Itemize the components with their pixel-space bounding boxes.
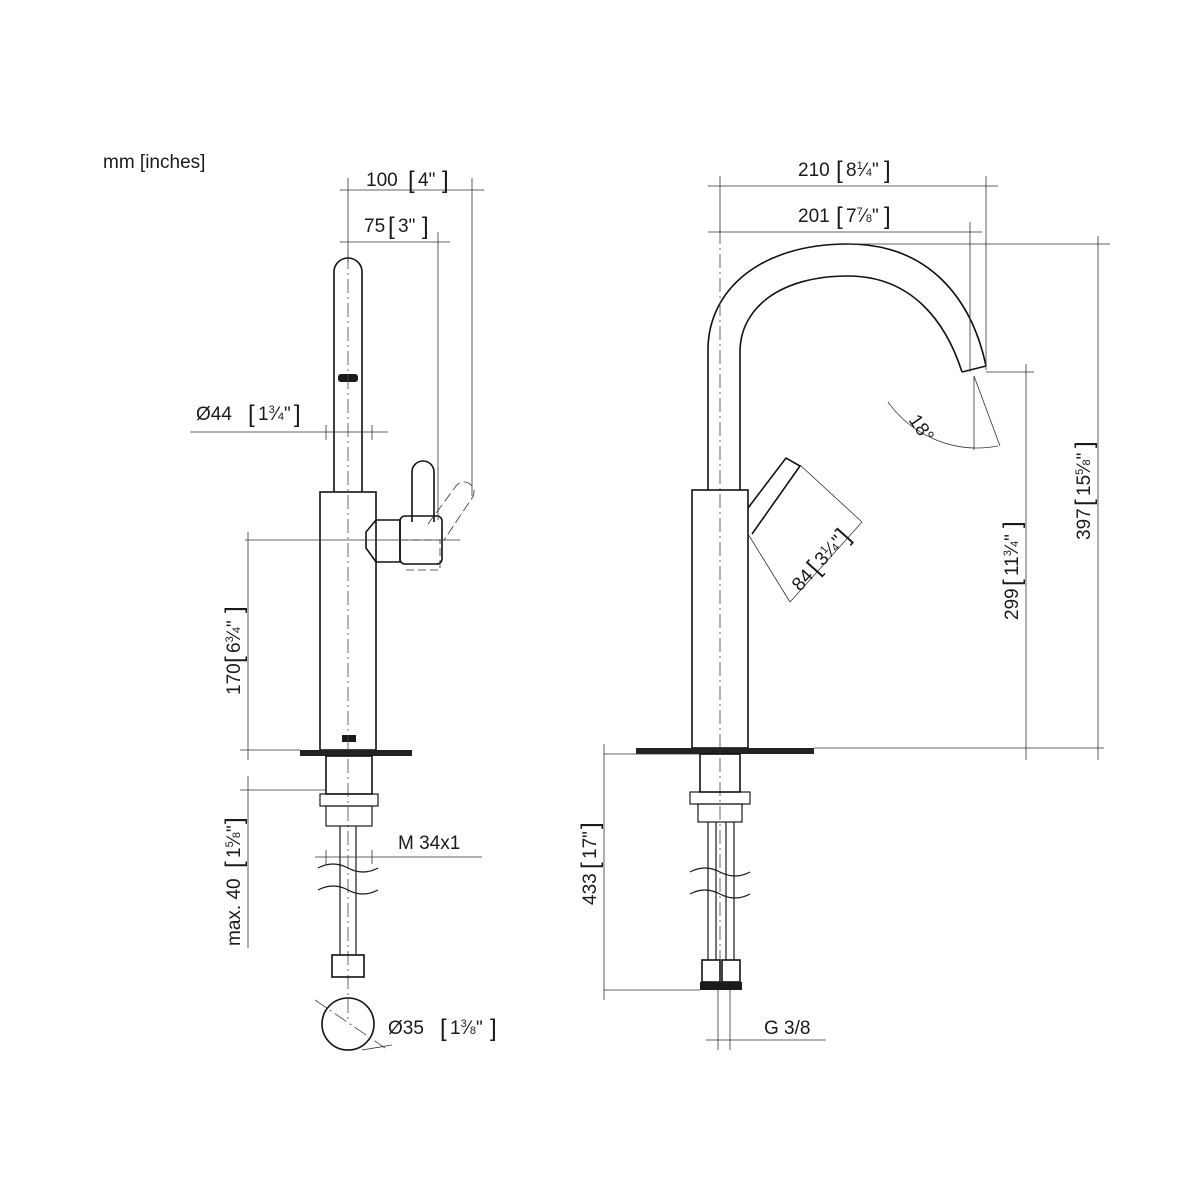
- front-view: [636, 230, 987, 990]
- dim-side-diameter-hole: Ø35: [388, 1018, 424, 1039]
- svg-text:[: [: [440, 1015, 447, 1042]
- dim-side-max-mount-in: 15⁄8": [224, 825, 245, 858]
- front-hose-nut: [700, 982, 742, 990]
- svg-text:[: [: [248, 401, 255, 428]
- side-shank: [325, 755, 373, 795]
- svg-text:[: [: [577, 862, 604, 869]
- dim-front-reach-spout-mm: 201: [798, 206, 830, 227]
- angle-arc: [887, 401, 999, 449]
- side-washer: [325, 805, 373, 827]
- side-view: [245, 255, 475, 1051]
- dim-front-hose-length-mm: 433: [580, 873, 601, 905]
- svg-text:]: ]: [221, 817, 248, 824]
- svg-text:]: ]: [884, 203, 891, 230]
- svg-text:[: [: [836, 157, 843, 184]
- front-lever: [747, 456, 802, 535]
- dim-front-height-total-mm: 397: [1074, 508, 1095, 540]
- dim-front-reach-total-mm: 210: [798, 160, 830, 181]
- front-washer: [697, 803, 743, 823]
- side-nut: [319, 793, 379, 807]
- dim-side-height-handle-in: 63⁄4": [224, 620, 245, 653]
- front-hose-fitting-right: [721, 959, 741, 983]
- svg-text:]: ]: [422, 213, 429, 240]
- svg-text:[: [: [221, 656, 248, 663]
- side-handle-hub: [365, 519, 401, 563]
- side-hose-break-top: [317, 863, 379, 873]
- dim-front-connection: G 3/8: [764, 1018, 810, 1039]
- svg-text:[: [: [388, 213, 395, 240]
- dim-side-diameter-body-in: 13⁄4": [258, 404, 291, 425]
- front-spout-tip: [961, 365, 987, 373]
- dim-side-width-total-mm: 100: [366, 170, 398, 191]
- svg-text:[: [: [221, 861, 248, 868]
- dim-side-diameter-hole-in: 13⁄8": [450, 1018, 483, 1039]
- side-hose-fitting: [331, 954, 365, 978]
- svg-text:[: [: [408, 167, 415, 194]
- dim-front-angle: 18°: [904, 411, 938, 447]
- side-escutcheon: [300, 750, 412, 756]
- svg-text:]: ]: [294, 401, 301, 428]
- svg-text:[: [: [999, 579, 1026, 586]
- svg-text:]: ]: [442, 167, 449, 194]
- dim-side-thread: M 34x1: [398, 833, 460, 854]
- dim-side-height-handle-mm: 170: [224, 663, 245, 695]
- units-note: mm [inches]: [103, 152, 205, 173]
- dim-side-width-total-in: 4": [418, 170, 435, 191]
- dim-side-width-offset-in: 3": [398, 216, 415, 237]
- dim-side-max-mount: max. 40: [224, 878, 245, 946]
- dim-front-hose-length-in: 17": [580, 831, 601, 859]
- svg-text:]: ]: [221, 606, 248, 613]
- svg-text:]: ]: [1071, 441, 1098, 448]
- front-hose-break-bottom: [689, 889, 751, 899]
- side-lever-alt-base: [400, 539, 441, 571]
- svg-text:[: [: [836, 203, 843, 230]
- side-dimensions: 100 [ 4" ] 75 [ 3" ] Ø44 [ 13⁄4" ] 170 […: [190, 167, 497, 1051]
- front-hose-break-top: [689, 867, 751, 877]
- dim-side-diameter-body: Ø44: [196, 404, 232, 425]
- dim-front-reach-spout-in: 77⁄8": [846, 206, 879, 227]
- dim-front-height-outlet-mm: 299: [1002, 588, 1023, 620]
- front-spout-inner: [739, 275, 963, 490]
- side-lever-alt: [427, 481, 475, 541]
- svg-text:]: ]: [577, 822, 604, 829]
- side-hole-crossline: [314, 999, 386, 1049]
- front-hose-fitting-left: [701, 959, 721, 983]
- svg-text:]: ]: [490, 1015, 497, 1042]
- front-spout-outer: [707, 243, 987, 490]
- dim-front-height-outlet-in: 113⁄4": [1002, 534, 1023, 576]
- dim-front-height-total-in: 155⁄8": [1074, 453, 1095, 496]
- dim-side-width-offset-mm: 75: [364, 216, 385, 237]
- side-base-mark: [342, 735, 356, 742]
- svg-text:]: ]: [884, 157, 891, 184]
- svg-text:]: ]: [999, 521, 1026, 528]
- svg-text:[: [: [1071, 499, 1098, 506]
- front-escutcheon: [636, 748, 814, 754]
- dim-front-reach-total-in: 81⁄4": [846, 160, 879, 181]
- side-mounting-hole: [321, 997, 375, 1051]
- front-dimensions: 210 [ 81⁄4" ] 201 [ 77⁄8" ] 18° 84 [ 31⁄…: [577, 157, 1110, 1050]
- side-lever: [411, 460, 435, 522]
- side-hose-break-bottom: [317, 885, 379, 895]
